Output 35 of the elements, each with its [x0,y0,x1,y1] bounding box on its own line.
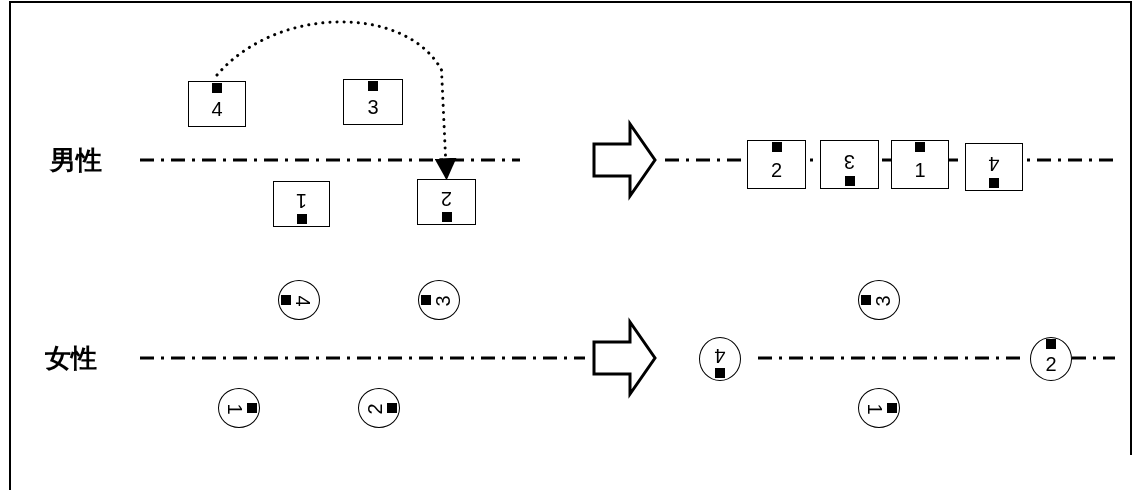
digit-label: 1 [913,159,927,180]
digit-label: 2 [1044,354,1058,374]
row-label: 女性 [45,342,97,375]
digit-label: 2 [439,189,454,209]
chromosome-circle [699,337,741,381]
chromosome-box [965,143,1023,191]
digit-label: 2 [769,159,784,180]
digit-label: 2 [365,402,385,417]
digit-label: 4 [987,154,1001,174]
digit-label: 4 [713,346,727,366]
chromosome-circle [278,280,320,320]
digit-label: 3 [433,294,453,309]
digit-label: 1 [225,402,245,417]
arrow [215,20,457,181]
chromosome-box [188,81,246,127]
chromosome-box [273,181,330,227]
chromosome-box [343,79,403,125]
digit-label: 1 [294,191,309,211]
digit-label: 1 [865,402,885,417]
chromosome-box [891,140,949,189]
digit-label: 3 [366,97,380,117]
digit-label: 4 [210,99,224,119]
chromosome-box [417,179,476,225]
chromosome-circle [1030,337,1072,381]
digit-label: 3 [873,294,893,309]
chromosome-circle [418,280,460,320]
chromosome-circle [858,388,900,428]
chromosome-circle [218,388,260,428]
chromosome-box [820,140,879,189]
row-label: 男性 [50,144,102,177]
chromosome-box [747,140,806,189]
chromosome-circle [858,280,900,320]
digit-label: 4 [293,294,313,309]
digit-label: 3 [842,151,857,172]
chromosome-circle [358,388,400,428]
